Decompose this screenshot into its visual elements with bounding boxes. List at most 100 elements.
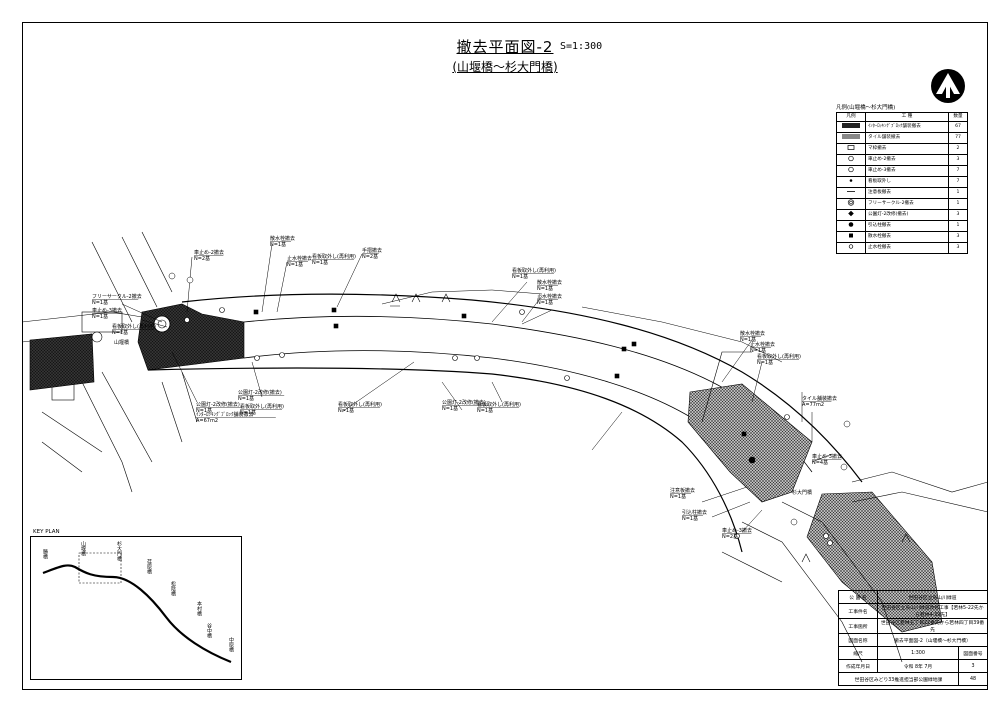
drawing-scale: S=1:300 [560,41,603,52]
annotation-item: 看板取外し(再利用) [477,401,521,408]
north-arrow-icon [931,69,965,103]
key-plan-bridge-label: 杉大門橋 [116,540,122,562]
info-value: 世田谷区立烏山川緑道改修工事【若林5-22先から若林4-39先】 [877,603,988,619]
annotation-quantity: N=1基 [312,259,328,266]
annotation-item: 引込柱撤去 [682,509,707,516]
annotation-quantity: N=1基 [270,241,286,248]
info-value: 世田谷区立烏山川緑道 [877,590,988,604]
annotation-item: 車止め-3撤去 [92,307,122,314]
legend-row: 公園灯-2改修(撤去)3 [836,208,968,221]
annotation-quantity: N=1基 [740,336,756,343]
info-key: 縮尺 [838,646,878,660]
key-plan-bridge-label: 本村橋 [196,600,202,617]
key-plan-bridge-label: 荏原橋 [146,559,152,575]
drawing-subtitle: (山堰橋～杉大門橋) [452,60,558,74]
annotation-quantity: N=4基 [812,459,828,466]
annotation-quantity: N=1基 [287,261,303,268]
info-body: 公 園 名世田谷区立烏山川緑道工事件名世田谷区立烏山川緑道改修工事【若林5-22… [838,590,988,686]
annotation-label: 公園灯-2改修(撤去)N=1基 [238,389,285,402]
legend-item-name: 止水栓撤去 [865,241,949,254]
annotation-label: 公園灯-2改修(撤去)N=1基 [196,401,243,414]
info-table: 公 園 名世田谷区立烏山川緑道工事件名世田谷区立烏山川緑道改修工事【若林5-22… [838,590,988,686]
sheet-frame [22,22,988,690]
annotation-item: 止水栓撤去 [537,293,562,300]
info-value: 撤去平面図-2（山堰橋～杉大門橋） [877,633,988,647]
info-value: 世田谷区若林五丁目22番先から若林四丁目39番先 [877,618,988,634]
info-key: 公 園 名 [838,590,878,604]
annotation-item: 車止め-2撤去 [194,249,224,256]
annotation-item: 注意板撤去 [670,487,695,494]
annotation-item: 公園灯-2改修(撤去) [442,399,486,406]
legend-item-qty: 3 [948,241,968,254]
annotation-item: 散水栓撤去 [740,330,765,337]
annotation-label: 看板取外し(再利用)N=1基 [312,253,356,266]
annotation-quantity: N=1基 [682,515,698,522]
info-key: 世田谷区みどり33推進担当部公園緑地課 [838,672,959,686]
info-value: 令和 8年 7月 [877,659,959,673]
site-symbols [184,293,911,563]
marker-circles [168,272,851,526]
annotation-item: 看板取外し(再利用) [312,253,356,260]
annotation-item: 看板取外し(再利用) [757,353,801,360]
key-plan-bridge-label: 谷中橋 [206,622,212,639]
annotation-label: 看板取外し(再利用)N=1基 [240,403,284,416]
key-plan-bridge-label: 勝橋 [42,548,48,560]
annotation-quantity: N=1基 [196,407,212,414]
annotation-quantity: N=1基 [112,329,128,336]
annotation-quantity: N=1基 [238,395,254,402]
annotation-quantity: N=2基 [194,255,210,262]
drawing-title: 撤去平面図-2 [456,38,554,56]
surrounding-streets [22,231,198,493]
info-extra: 図面番号 [958,646,988,660]
annotation-item: 止水栓撤去 [287,255,312,262]
annotation-item: 看板取外し(再利用) [338,401,382,408]
info-key: 作成年月日 [838,659,878,673]
annotation-quantity: N=1基 [338,407,354,414]
annotation-quantity: N=1基 [512,273,528,280]
annotation-item: 車止め-3撤去 [722,527,752,534]
annotation-item: 車止め-3撤去 [812,453,842,460]
key-plan-bridge-label: 山堰橋 [80,540,86,557]
annotation-quantity: N=1基 [92,299,108,306]
info-key: 工事箇所 [838,618,878,634]
annotation-quantity: N=1基 [757,359,773,366]
key-plan-title: KEY PLAN [33,529,60,535]
legend-title: 凡例(山堰橋～杉大門橋) [836,105,896,111]
annotation-item: 散水栓撤去 [537,279,562,286]
info-row: 図面名称撤去平面図-2（山堰橋～杉大門橋） [838,633,988,647]
key-plan: KEY PLAN 勝橋山堰橋杉大門橋荏原橋松陰橋本村橋谷中橋中原橋 [30,529,242,680]
interlocking-block-area [29,303,245,391]
annotation-label: 公園灯-2改修(撤去)N=1基 [442,399,489,412]
annotation-item: フリーサークル-2撤去 [92,293,142,300]
key-plan-bridge-label: 中原橋 [228,636,234,653]
annotation-quantity: N=1基 [477,407,493,414]
annotation-quantity: N=1基 [670,493,686,500]
annotation-item: 公園灯-2改修(撤去) [238,389,282,396]
annotation-item: 散水栓撤去 [270,235,295,242]
info-key: 図面名称 [838,633,878,647]
label-layer: 車止め-2撤去N=2基散水栓撤去N=1基止水栓撤去N=1基看板取外し(再利用)N… [92,235,842,540]
info-extra: 3 [958,659,988,673]
info-extra: 48 [958,672,988,686]
key-plan-map: 勝橋山堰橋杉大門橋荏原橋松陰橋本村橋谷中橋中原橋 [42,540,234,664]
annotation-label: 看板取外し(再利用)N=1基 [338,401,382,414]
annotation-quantity: N=1基 [92,313,108,320]
key-plan-bridge-labels: 勝橋山堰橋杉大門橋荏原橋松陰橋本村橋谷中橋中原橋 [42,540,234,653]
annotation-item: ｲﾝﾀｰﾛｯｷﾝｸﾞﾌﾞﾛｯｸ舗装撤去 [196,411,254,418]
